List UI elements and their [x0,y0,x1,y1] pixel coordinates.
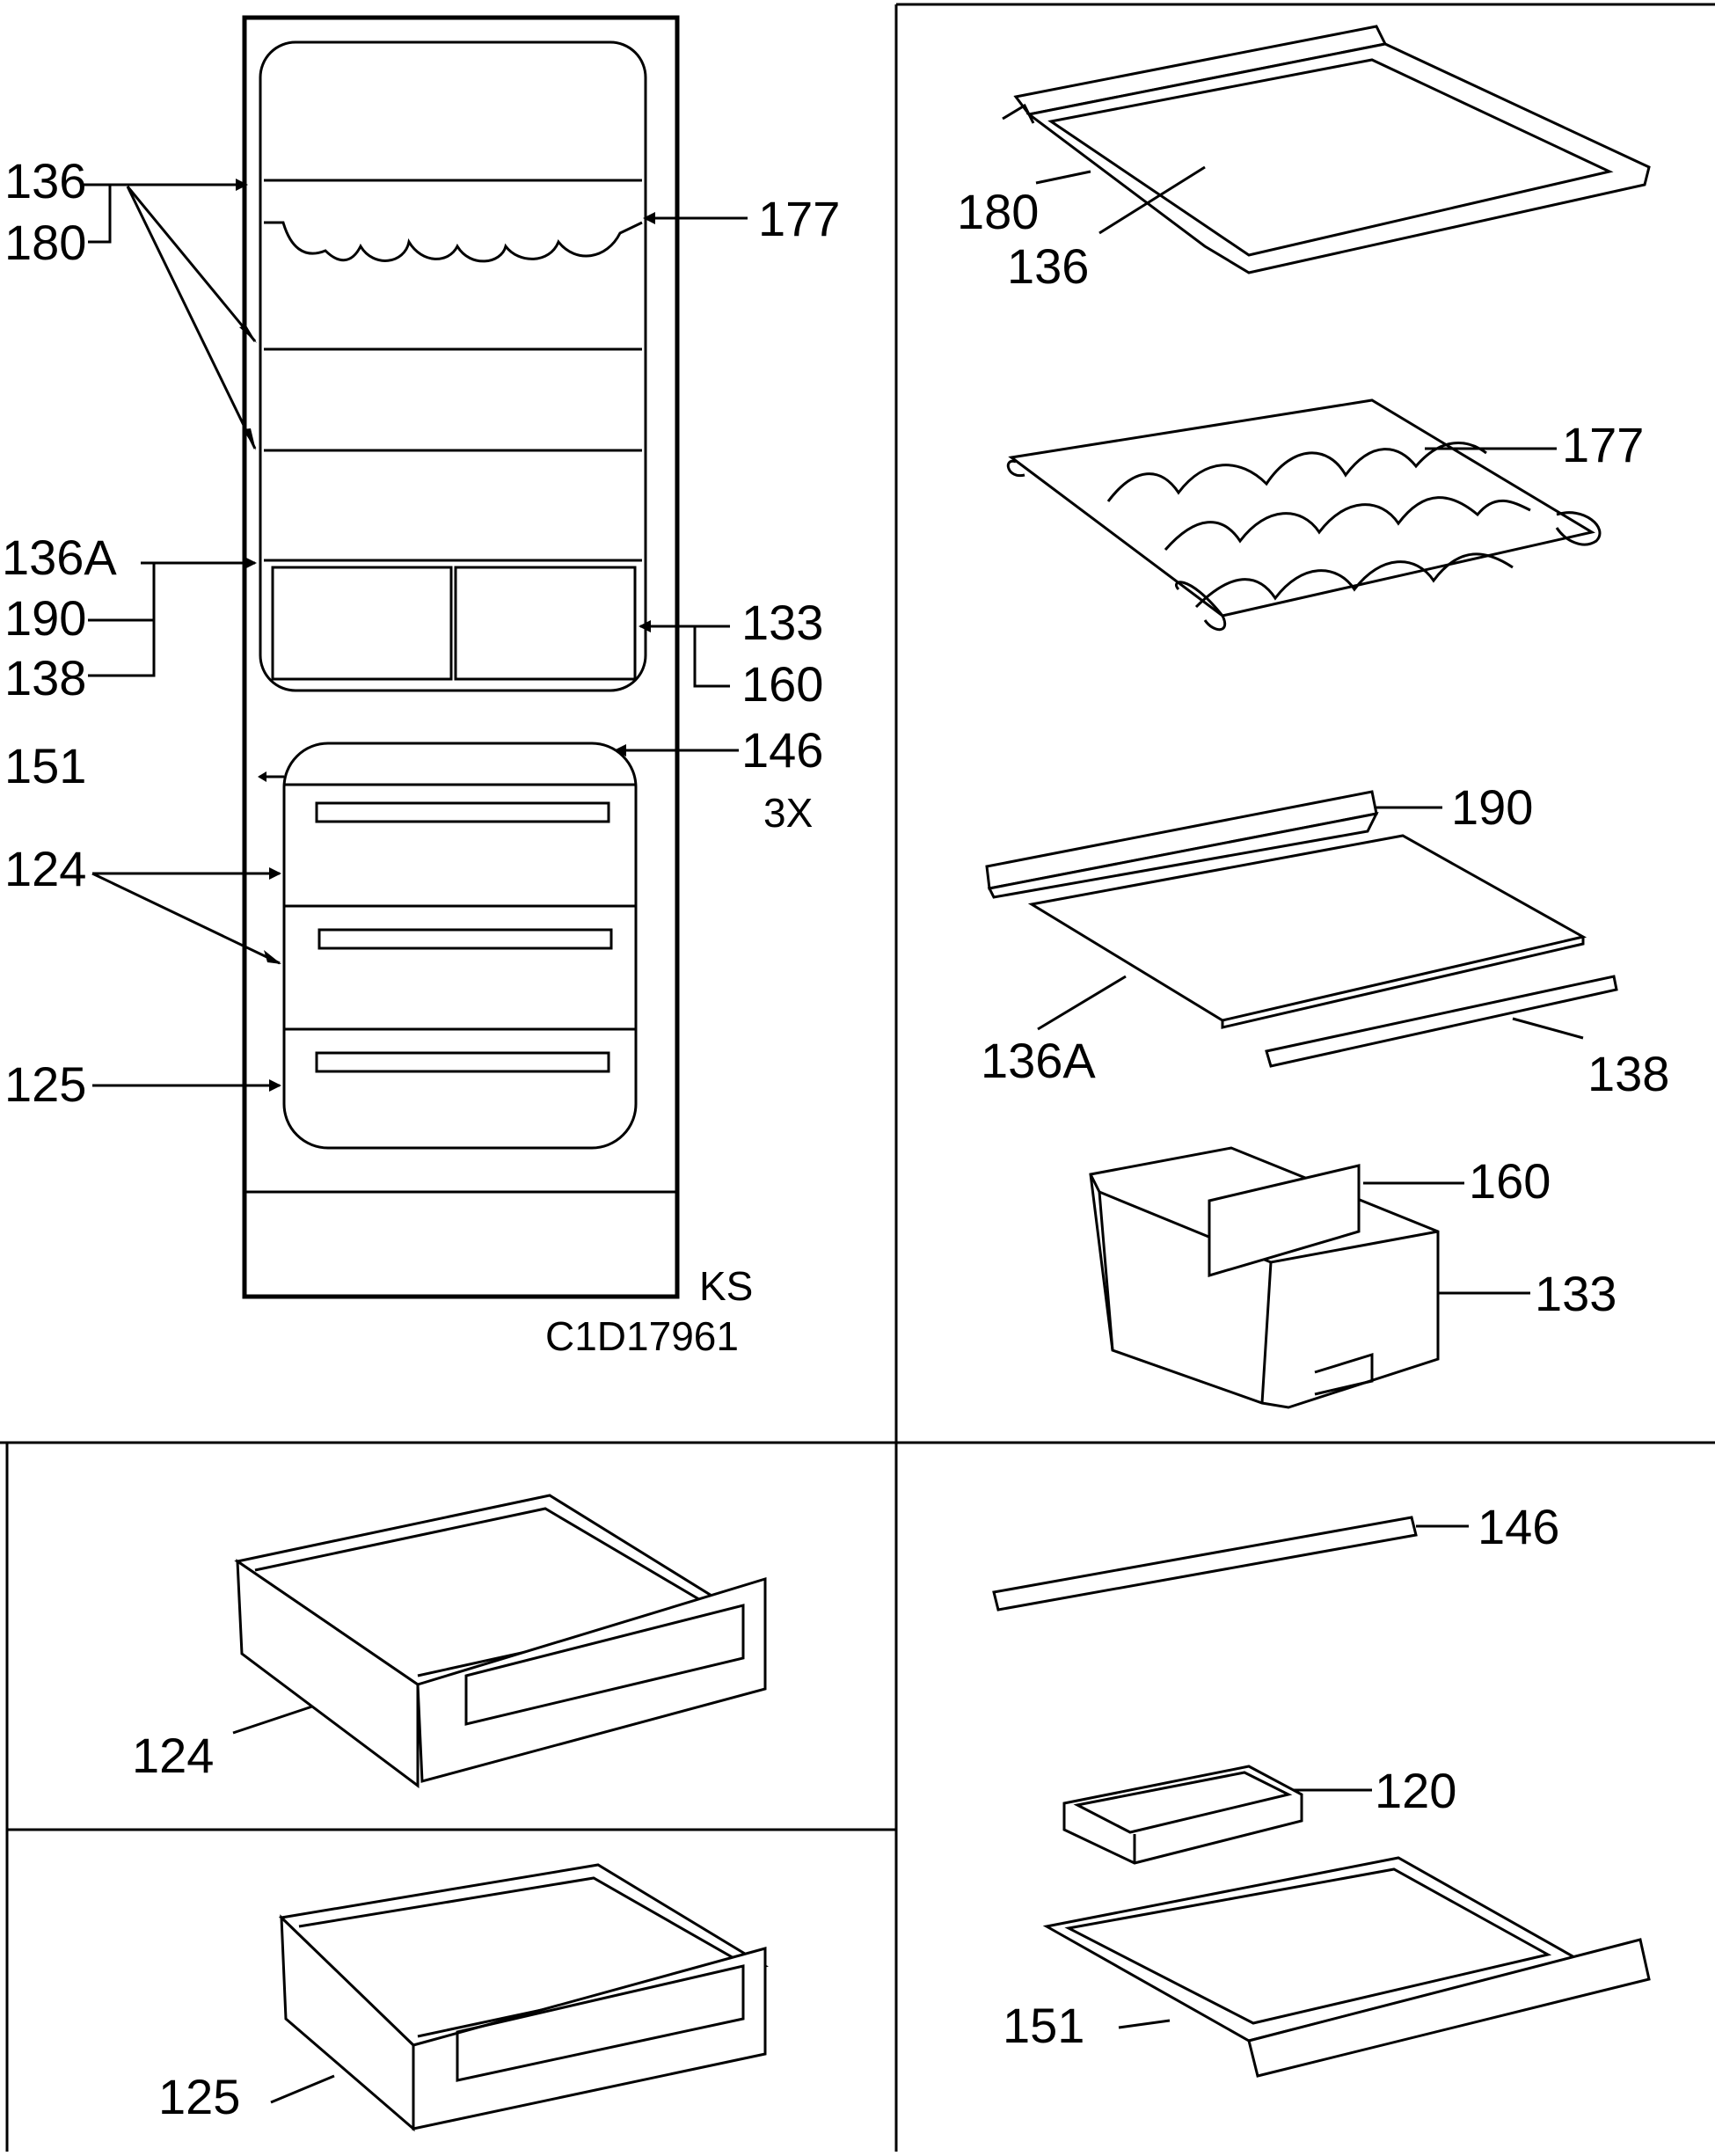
model-code: KS [699,1263,753,1309]
callout-190: 190 [4,590,86,646]
wine-rack-part [1006,398,1602,632]
appliance-leader-lines [84,179,748,1092]
crisper-part [1089,1146,1530,1409]
bottom-shelf-parts [985,790,1618,1068]
callout-133: 133 [741,595,823,650]
part-label-160: 160 [1469,1153,1551,1209]
callout-125: 125 [4,1056,86,1112]
part-label-151: 151 [1003,1998,1084,2053]
part-label-180: 180 [957,184,1039,239]
callout-146: 146 [741,722,823,778]
ice-tray-part [1062,1765,1372,1865]
callout-177: 177 [758,191,840,246]
drawing-number: C1D17961 [545,1313,739,1359]
panel-borders [0,3,1715,2152]
part-label-177: 177 [1562,417,1644,472]
part-label-120: 120 [1375,1763,1456,1818]
part-label-136a: 136A [981,1033,1096,1088]
appliance-overview [242,15,680,1299]
part-label-125: 125 [158,2069,240,2124]
callout-151: 151 [4,738,86,793]
part-label-136: 136 [1007,238,1089,294]
quantity-note: 3X [763,790,813,836]
part-label-124: 124 [132,1728,214,1783]
freezer-flap-part [1042,1856,1651,2078]
callout-136a: 136A [2,530,117,585]
part-label-133: 133 [1535,1266,1616,1321]
callout-136: 136 [4,153,86,208]
drawer-upper-part [232,1494,767,1788]
drawer-lower-part [270,1863,769,2132]
part-label-146: 146 [1478,1499,1559,1554]
part-label-190: 190 [1451,779,1533,835]
callout-160: 160 [741,656,823,712]
callout-138: 138 [4,650,86,705]
callout-124: 124 [4,841,86,896]
flap-trim-part [992,1516,1469,1612]
part-label-138: 138 [1587,1046,1669,1101]
glass-shelf-part [1002,25,1651,274]
callout-180: 180 [4,215,86,270]
appliance-labels: 136 180 177 136A 190 138 133 160 146 3X … [2,153,840,1359]
